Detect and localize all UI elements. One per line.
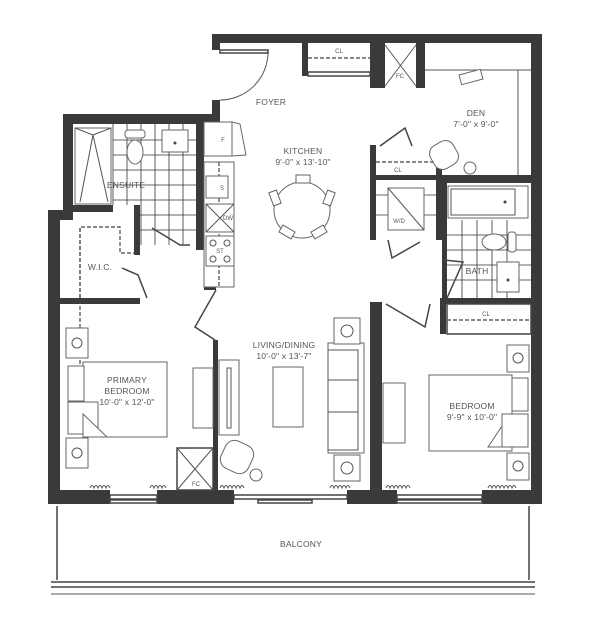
primary-bed: [65, 327, 168, 469]
balcony: [51, 506, 535, 595]
room-dims-den: 7'-0" x 9'-0": [453, 119, 498, 129]
room-label-bedroom: BEDROOM: [449, 401, 494, 411]
room-label-primary-bedroom-1: PRIMARY: [107, 375, 147, 385]
wic-shelves: [79, 226, 137, 412]
interior-walls: [60, 43, 532, 504]
bathtub: [447, 185, 529, 219]
room-label-ensuite: ENSUITE: [107, 180, 145, 190]
svg-text:CL: CL: [482, 312, 490, 318]
room-dims-bedroom: 9'-9" x 10'-0": [447, 412, 497, 422]
washer-dryer: W/D: [376, 187, 436, 231]
bath-toilet: [481, 231, 517, 253]
fridge: F: [203, 121, 247, 157]
bath-sink: [496, 261, 520, 293]
exterior-walls: [48, 34, 542, 504]
svg-text:F: F: [221, 138, 225, 144]
svg-text:ST: ST: [216, 249, 224, 255]
svg-text:DW: DW: [223, 216, 233, 222]
bedroom-furniture: [382, 344, 530, 481]
shower: [74, 127, 112, 205]
svg-text:S: S: [220, 186, 224, 192]
svg-text:CL: CL: [335, 49, 343, 55]
svg-text:W/D: W/D: [393, 219, 405, 225]
windows: [109, 494, 483, 504]
room-label-balcony: BALCONY: [280, 539, 322, 549]
room-label-wic: W.I.C.: [88, 262, 112, 272]
living-furniture: [218, 317, 365, 482]
room-label-foyer: FOYER: [256, 97, 286, 107]
kitchen-counter: S DW ST: [203, 161, 235, 288]
room-label-kitchen: KITCHEN: [284, 146, 323, 156]
room-label-primary-bedroom-2: BEDROOM: [104, 386, 149, 396]
room-label-bath: BATH: [466, 266, 489, 276]
ensuite-toilet: [124, 129, 146, 165]
room-label-living-dining: LIVING/DINING: [253, 340, 316, 350]
entry-door: [219, 49, 269, 101]
den-furniture: [429, 68, 484, 175]
room-dims-kitchen: 9'-0" x 13'-10": [275, 157, 330, 167]
room-dims-primary-bedroom: 10'-0" x 12'-0": [99, 397, 154, 407]
dining-table: [268, 174, 336, 240]
svg-text:FC: FC: [192, 482, 201, 488]
baseboard-heaters: [89, 485, 517, 490]
ensuite-sink: [161, 129, 189, 153]
svg-text:FC: FC: [396, 74, 405, 80]
room-label-den: DEN: [467, 108, 486, 118]
room-dims-living-dining: 10'-0" x 13'-7": [256, 351, 311, 361]
svg-text:CL: CL: [394, 168, 402, 174]
